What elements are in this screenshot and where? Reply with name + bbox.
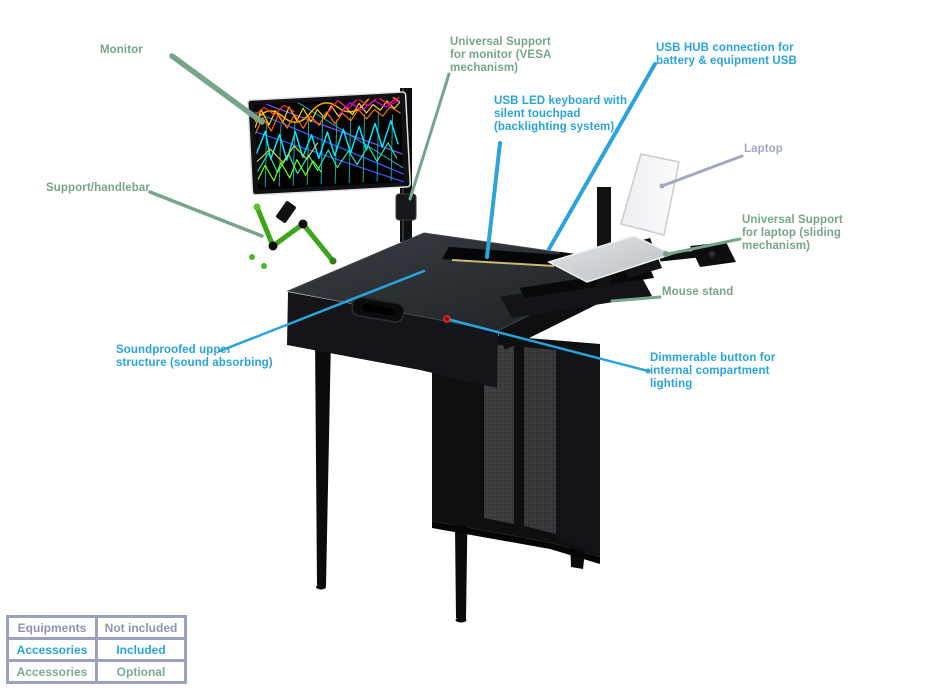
monitor-callout-line — [169, 53, 265, 125]
mouse-stand-callout-line — [610, 295, 662, 303]
legend-cell-status: Not included — [95, 615, 187, 640]
legend-cell-status: Included — [95, 637, 187, 662]
legend-row-equipments: Equipments Not included — [6, 615, 187, 640]
dimmer-callout-line — [449, 318, 650, 373]
monitor-label-text: Monitor — [100, 44, 143, 56]
legend-table: Equipments Not included Accessories Incl… — [6, 615, 187, 684]
soundproof-callout-line — [218, 269, 426, 353]
legend-cell-item: Accessories — [6, 637, 98, 662]
callout-lines — [148, 53, 744, 374]
legend-cell-status: Optional — [95, 659, 187, 684]
legend-row-accessories-optional: Accessories Optional — [6, 659, 187, 684]
dimmer-button — [443, 315, 451, 323]
laptop-support-label: Universal Support for laptop (sliding me… — [742, 214, 843, 252]
laptop-computer — [620, 153, 680, 236]
usb-hub-callout-line — [547, 62, 657, 251]
laptop-support-callout-line — [666, 237, 742, 256]
monitor-label: Monitor — [100, 44, 143, 57]
legend-cell-item: Accessories — [6, 659, 98, 684]
drawer-handle — [351, 295, 406, 324]
keyboard-callout-line — [485, 141, 502, 259]
tablet-support-arm — [249, 201, 337, 269]
soundproof-label: Soundproofed upper structure (sound abso… — [116, 344, 273, 369]
cabinet — [432, 330, 600, 564]
mouse-tray — [499, 268, 654, 318]
dimmer-label: Dimmerable button for internal compartme… — [650, 352, 776, 390]
monitor-screen-waveforms — [254, 97, 405, 188]
mouse-stand-label: Mouse stand — [662, 286, 734, 298]
usb-hub-label: USB HUB connection for battery & equipme… — [656, 42, 797, 67]
monitor-support-label: Universal Support for monitor (VESA mech… — [450, 36, 552, 74]
keyboard-label: USB LED keyboard with silent touchpad (b… — [494, 95, 628, 133]
legend-row-accessories-included: Accessories Included — [6, 637, 187, 662]
legend-cell-item: Equipments — [6, 615, 98, 640]
monitor-display — [247, 91, 411, 196]
laptop-callout-line — [660, 154, 744, 188]
tablet-support-label: Support/handlebar — [46, 182, 150, 194]
monitor-support-callout-line — [408, 72, 451, 201]
tablet-support-callout-line — [148, 190, 264, 238]
laptop-label: Laptop — [744, 143, 783, 155]
